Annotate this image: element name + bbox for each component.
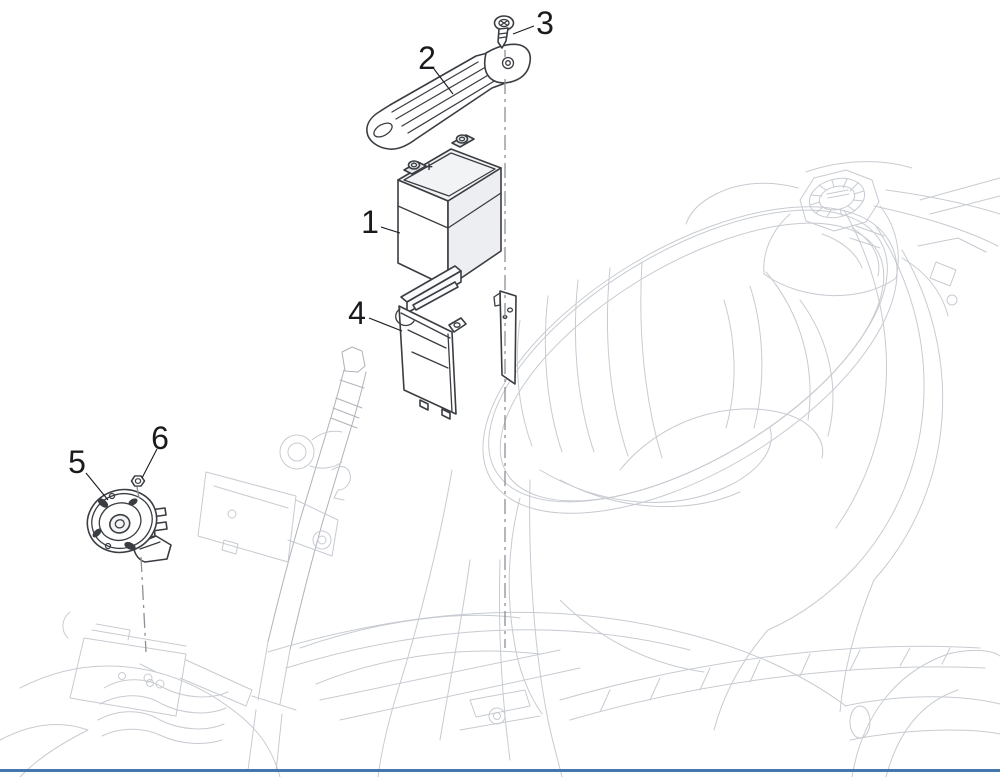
callout-5: 5 (68, 444, 86, 480)
callout-1: 1 (361, 204, 379, 240)
helmet-bucket (482, 206, 898, 715)
fuel-cap (685, 161, 913, 297)
window-bottom-border (0, 769, 1000, 772)
part-battery-case (395, 265, 517, 420)
frame-floor (267, 469, 1000, 777)
part-horn-nut (130, 475, 146, 487)
steering-column (197, 346, 367, 773)
body-side-panels (713, 177, 1000, 777)
front-suspension (0, 611, 281, 777)
part-horn (86, 488, 172, 563)
part-strap-screw (493, 15, 515, 49)
callout-leader-lines (85, 25, 535, 501)
callout-3: 3 (536, 5, 554, 41)
horn-centerline (136, 486, 147, 653)
callout-4: 4 (348, 295, 366, 331)
callout-2: 2 (418, 40, 436, 76)
assembly-centerlines (136, 50, 506, 653)
callout-6: 6 (151, 420, 169, 456)
scooter-body-wireframe (0, 161, 1000, 777)
battery-plus-marking: + (425, 159, 433, 174)
part-battery: + (397, 134, 502, 288)
part-battery-strap (366, 43, 532, 150)
